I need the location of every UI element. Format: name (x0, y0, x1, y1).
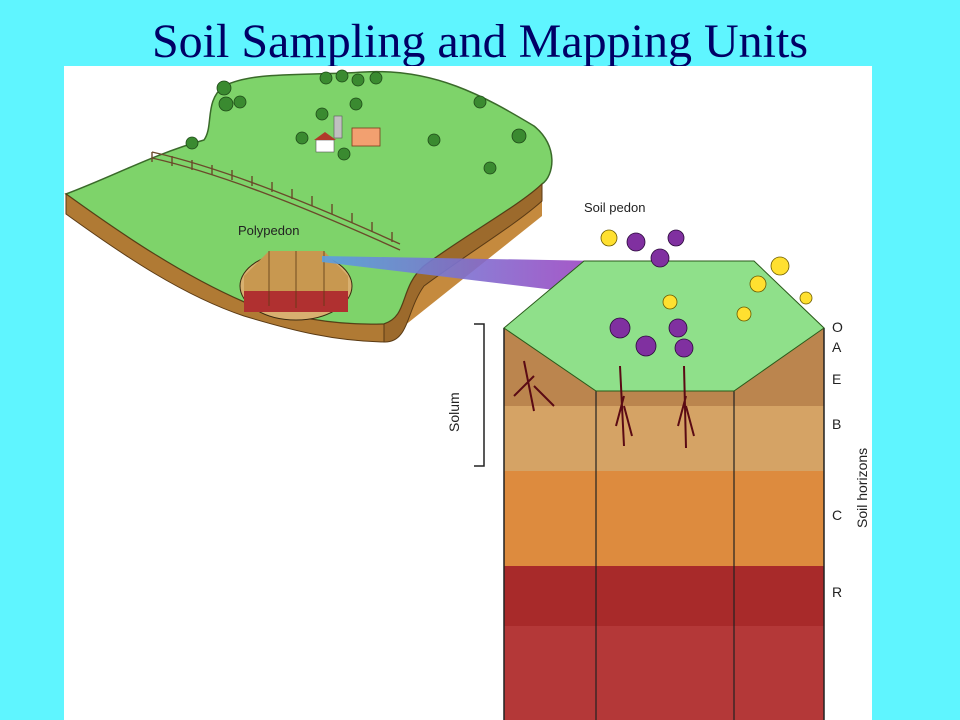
diagram-panel: Polypedon Soil pedon Solum Soil horizons… (64, 66, 872, 720)
solum-bracket (474, 323, 485, 467)
horizon-label-a: A (832, 339, 842, 355)
soil-pedon-label: Soil pedon (584, 200, 646, 215)
soil-diagram (64, 69, 825, 720)
pedon-surface (503, 260, 825, 392)
horizon-label-r: R (832, 584, 843, 600)
horizon-label-e: E (832, 371, 842, 387)
landscape (64, 69, 553, 343)
horizon-label-b: B (832, 416, 842, 432)
pedon-projection-beam (322, 256, 604, 296)
farm-buildings (314, 115, 381, 153)
polypedon-label: Polypedon (238, 223, 300, 238)
polypedon-pit (239, 251, 353, 321)
solum-label: Solum (446, 392, 462, 432)
roots (513, 360, 695, 449)
trees (185, 69, 527, 175)
slide-title: Soil Sampling and Mapping Units (151, 15, 808, 68)
flowers (600, 229, 813, 358)
horizon-label-o: O (832, 319, 843, 335)
fence (151, 151, 401, 251)
soil-pedon-column (503, 229, 825, 720)
soil-horizons-label: Soil horizons (854, 447, 870, 528)
horizon-label-c: C (832, 507, 843, 523)
